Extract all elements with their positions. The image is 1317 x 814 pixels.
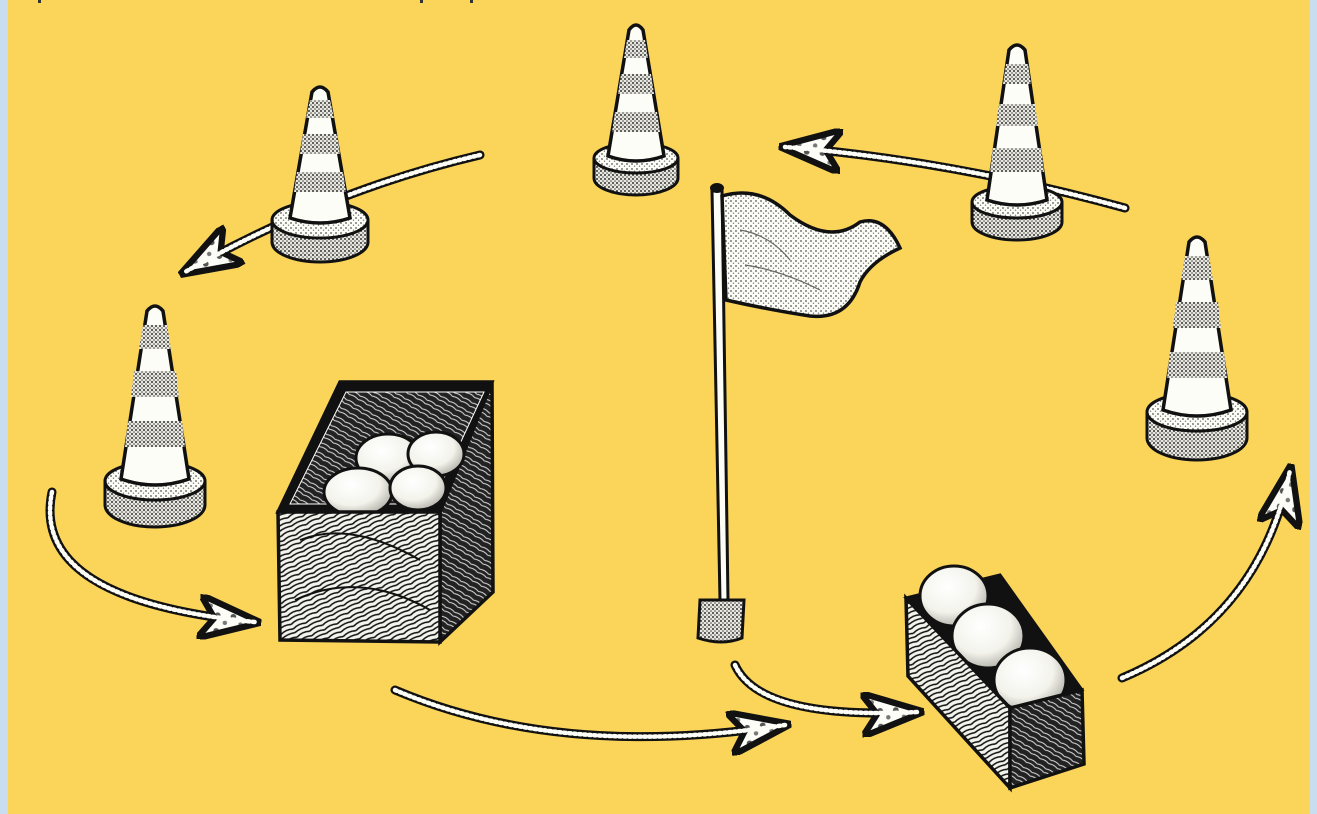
ball	[390, 466, 446, 510]
flag-base	[698, 600, 744, 642]
ball	[324, 468, 392, 516]
